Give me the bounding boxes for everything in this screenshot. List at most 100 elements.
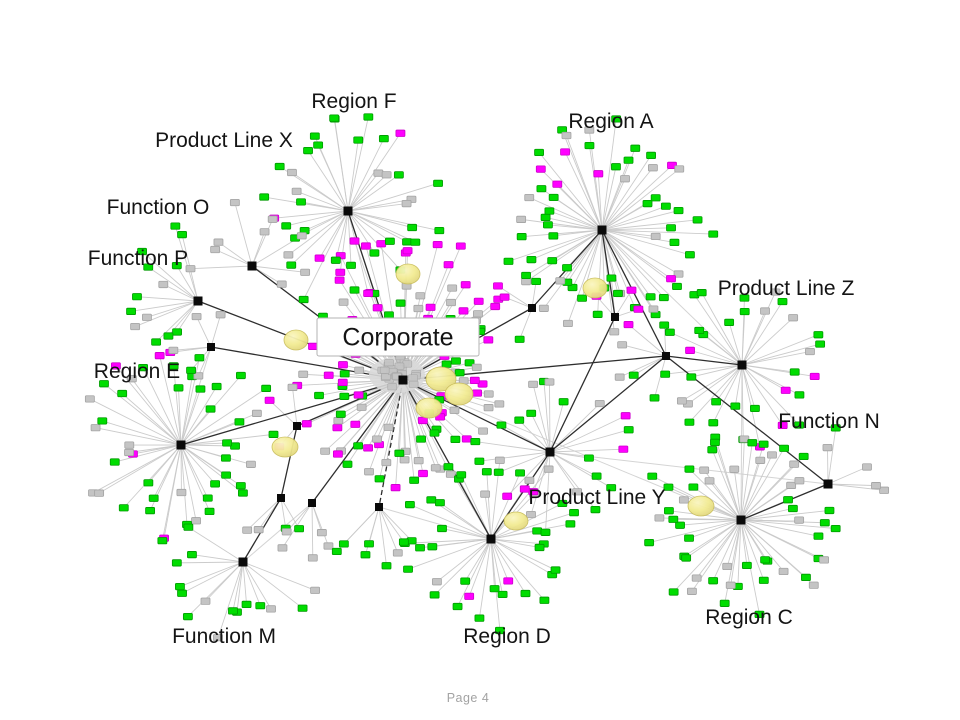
leaf-node-magenta: [502, 492, 513, 500]
core-gray-node: [384, 359, 394, 367]
leaf-spoke: [724, 519, 742, 604]
leaf-node-gray: [879, 486, 890, 494]
edge-dark: [490, 451, 551, 540]
leaf-spoke: [740, 463, 795, 521]
hub-node-function-m: [238, 557, 248, 567]
leaf-node-gray: [617, 341, 628, 349]
hub-nodes-layer: [176, 206, 833, 567]
leaf-spoke: [740, 519, 819, 537]
leaf-node-gray: [356, 403, 367, 411]
leaf-spoke: [291, 172, 349, 212]
leaf-spoke: [115, 365, 182, 446]
leaf-node-gray: [471, 363, 482, 371]
page-number: Page 4: [446, 691, 490, 705]
leaf-node-green: [562, 264, 572, 272]
leaf-spoke: [188, 526, 244, 563]
leaf-spoke: [347, 198, 412, 212]
leaf-spoke: [180, 444, 197, 521]
leaf-node-green: [711, 398, 722, 406]
leaf-spoke: [669, 331, 743, 366]
leaf-node-green: [526, 256, 537, 264]
leaf-spoke: [402, 379, 415, 481]
leaf-node-green: [540, 213, 551, 221]
leaf-node-gray: [242, 526, 253, 534]
leaf-spoke: [597, 229, 603, 315]
leaf-spoke: [121, 393, 182, 446]
leaf-node-green: [187, 551, 197, 559]
label-function-o: Function O: [107, 196, 210, 219]
leaf-spoke: [693, 486, 742, 521]
leaf-spoke: [687, 364, 743, 405]
leaf-node-green: [813, 532, 824, 540]
leaf-node-green: [532, 527, 543, 535]
leaf-node-green: [497, 590, 508, 599]
leaf-spoke: [601, 166, 617, 231]
leaf-node-gray: [767, 451, 777, 459]
edge-dark: [402, 379, 551, 453]
leaf-node-gray: [650, 232, 661, 241]
leaf-node-green: [739, 307, 750, 316]
leaf-node-green: [435, 499, 445, 507]
leaf-node-gray: [130, 322, 141, 331]
leaf-node-gray: [480, 490, 491, 498]
leaf-spoke: [269, 399, 298, 427]
leaf-node-magenta: [395, 129, 406, 137]
leaf-node-gray: [200, 597, 211, 605]
leaf-node-green: [393, 171, 404, 179]
leaf-node-green: [137, 247, 147, 256]
leaf-node-gray: [691, 574, 702, 582]
leaf-spoke: [490, 538, 540, 548]
leaf-spoke: [693, 294, 743, 366]
leaf-spoke: [601, 118, 617, 231]
leaf-node-green: [707, 446, 718, 454]
leaf-node-magenta: [685, 346, 695, 354]
leaf-node-green: [202, 494, 213, 502]
leaf-node-green: [534, 543, 545, 552]
leaf-spoke: [196, 316, 212, 348]
leaf-spoke: [518, 419, 551, 453]
leaf-node-green: [673, 206, 684, 215]
leaf-node-magenta: [560, 148, 570, 156]
leaf-spoke: [102, 420, 182, 446]
leaf-node-green: [708, 230, 719, 238]
leaf-spoke: [174, 225, 199, 302]
leaf-spoke: [740, 508, 793, 521]
leaf-spoke: [564, 151, 603, 231]
leaf-spoke: [601, 229, 665, 298]
leaf-spoke: [141, 251, 199, 302]
hub-node-node-b2: [611, 313, 619, 321]
leaf-spoke: [242, 561, 303, 609]
leaf-node-magenta: [626, 286, 637, 294]
leaf-spoke: [601, 229, 605, 288]
leaf-spoke: [601, 229, 675, 243]
leaf-node-green: [211, 382, 222, 391]
leaf-node-green: [117, 389, 128, 398]
leaf-node-magenta: [519, 485, 530, 493]
leaf-spoke: [685, 519, 742, 559]
leaf-node-gray: [84, 395, 95, 403]
leaf-spoke: [614, 289, 632, 318]
leaf-node-gray: [229, 198, 240, 207]
leaf-spoke: [490, 472, 521, 540]
leaf-node-green: [346, 261, 356, 269]
leaf-node-green: [182, 612, 193, 621]
leaf-spoke: [508, 229, 603, 262]
leaf-spoke: [339, 210, 349, 273]
leaf-node-green: [592, 310, 603, 318]
leaf-spoke: [521, 218, 603, 231]
leaf-spoke: [490, 468, 549, 540]
leaf-spoke: [286, 502, 313, 533]
leaf-spoke: [292, 387, 298, 427]
leaf-node-green: [205, 405, 216, 413]
leaf-spoke: [347, 174, 387, 212]
leaf-node-green: [544, 207, 555, 215]
leaf-node-gray: [215, 311, 226, 319]
leaf-node-green: [228, 607, 238, 615]
leaf-spoke: [311, 502, 323, 533]
leaf-spoke: [103, 383, 182, 446]
leaf-spoke: [180, 444, 188, 525]
leaf-node-green: [590, 505, 601, 514]
leaf-node-green: [710, 438, 720, 446]
leaf-node-green: [143, 479, 154, 487]
leaf-spoke: [347, 210, 416, 243]
